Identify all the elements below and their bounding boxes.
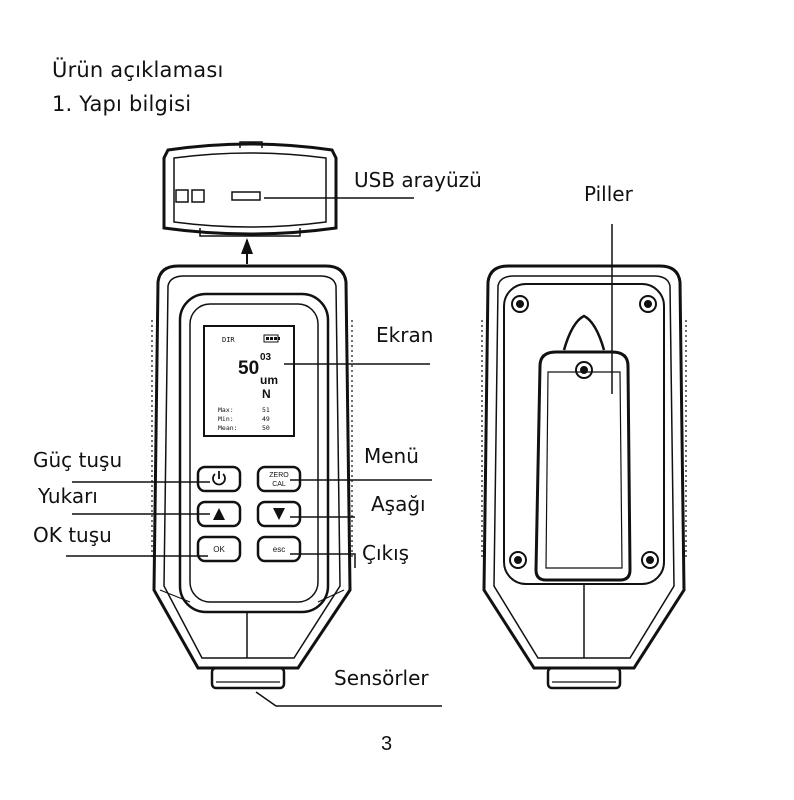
stat-max-value: 51 bbox=[262, 406, 270, 414]
screen-reading: 50 bbox=[238, 358, 259, 379]
leader-lines bbox=[66, 197, 613, 707]
callout-batteries: Piller bbox=[584, 182, 633, 206]
battery-icon bbox=[263, 334, 280, 343]
callout-ok: OK tuşu bbox=[33, 523, 112, 547]
screen-substrate: N bbox=[262, 387, 271, 401]
screw-top-right bbox=[639, 295, 657, 313]
callout-sensors: Sensörler bbox=[334, 666, 429, 690]
callout-power: Güç tuşu bbox=[33, 448, 123, 472]
callout-exit: Çıkış bbox=[362, 541, 410, 565]
stat-mean-label: Mean: bbox=[218, 424, 238, 432]
callout-screen: Ekran bbox=[376, 323, 434, 347]
callout-usb: USB arayüzü bbox=[354, 168, 482, 192]
cal-label: CAL bbox=[272, 481, 286, 488]
up-button[interactable] bbox=[196, 500, 242, 528]
device-back bbox=[481, 264, 687, 670]
callout-menu: Menü bbox=[364, 444, 419, 468]
stat-max-label: Max: bbox=[218, 406, 234, 414]
sensor-back bbox=[546, 666, 622, 690]
power-icon bbox=[212, 471, 226, 486]
power-button[interactable] bbox=[196, 465, 242, 493]
triangle-up-icon bbox=[213, 508, 225, 520]
stat-mean-value: 50 bbox=[262, 424, 270, 432]
usb-arrow bbox=[241, 238, 253, 264]
screen-index: 03 bbox=[260, 352, 272, 363]
screen-unit: um bbox=[260, 373, 278, 387]
usb-connector bbox=[162, 141, 338, 237]
device-front bbox=[151, 264, 353, 670]
stat-min-label: Min: bbox=[218, 415, 234, 423]
screw-top-left bbox=[511, 295, 529, 313]
section-subtitle: 1. Yapı bilgisi bbox=[52, 92, 192, 116]
esc-label: esc bbox=[273, 545, 285, 554]
battery-cover bbox=[534, 314, 632, 582]
esc-button[interactable]: esc bbox=[256, 535, 302, 563]
screen-mode: DIR bbox=[222, 336, 235, 344]
menu-zero-cal-button[interactable]: ZERO CAL bbox=[256, 465, 302, 493]
triangle-down-icon bbox=[273, 508, 285, 520]
ok-button[interactable]: OK bbox=[196, 535, 242, 563]
callout-up: Yukarı bbox=[38, 484, 98, 508]
zero-label: ZERO bbox=[269, 472, 289, 479]
screw-bottom-left bbox=[509, 551, 527, 569]
section-title: Ürün açıklaması bbox=[52, 58, 224, 82]
callout-down: Aşağı bbox=[371, 492, 426, 516]
sensor-front bbox=[210, 666, 286, 690]
leader-exit bbox=[290, 553, 356, 568]
leader-sensors bbox=[255, 691, 442, 707]
screw-bottom-right bbox=[641, 551, 659, 569]
page-number: 3 bbox=[381, 733, 393, 755]
down-button[interactable] bbox=[256, 500, 302, 528]
stat-min-value: 49 bbox=[262, 415, 270, 423]
ok-label: OK bbox=[213, 545, 225, 554]
screen: DIR 03 50 um N Max: 51 Min: 49 Mean: 50 bbox=[203, 325, 295, 437]
